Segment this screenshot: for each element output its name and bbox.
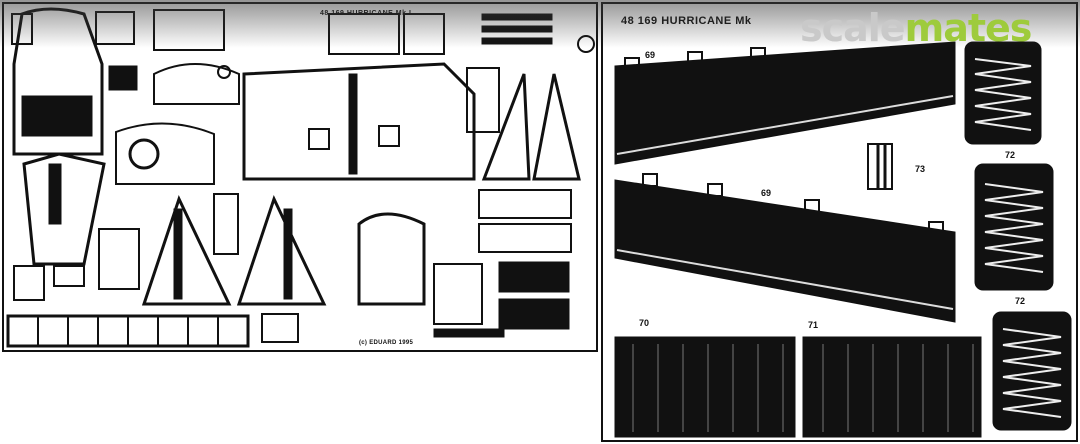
part-number-label: 70	[639, 318, 650, 328]
part-number-label: 72	[1015, 296, 1026, 306]
right-fret-parts	[614, 41, 1072, 438]
part-number-label: 69	[761, 188, 772, 198]
part-number-label: 73	[915, 164, 926, 174]
part-number-label: 69	[645, 50, 656, 60]
right-etch-fret: 48 169 HURRICANE Mk 69 69 70 71 72 72 73	[601, 2, 1078, 442]
logo-part-mates: mates	[904, 6, 1033, 50]
right-fret-title: 48 169 HURRICANE Mk	[621, 15, 752, 27]
left-fret-parts	[6, 7, 595, 348]
left-fret-title: 48 169 HURRICANE Mk.I	[320, 10, 412, 17]
left-etch-fret: 48 169 HURRICANE Mk.I (c) EDUARD 1995	[2, 2, 598, 352]
part-number-label: 71	[808, 320, 819, 330]
part-number-label: 72	[1005, 150, 1016, 160]
copyright-text: (c) EDUARD 1995	[359, 340, 414, 346]
logo-part-scale: scale	[800, 6, 906, 50]
scalemates-watermark-logo: scalemates	[800, 6, 1033, 50]
